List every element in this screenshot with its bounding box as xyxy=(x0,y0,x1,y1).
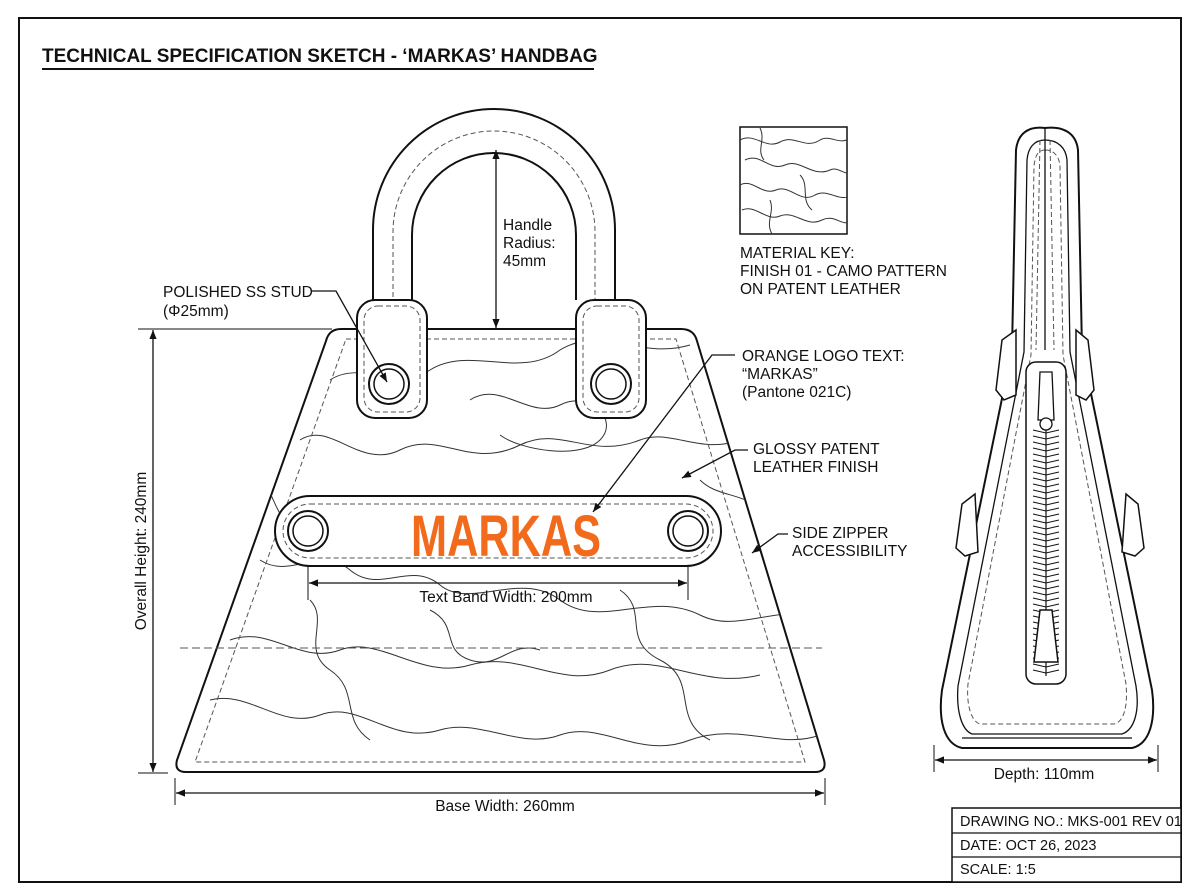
stud-icon xyxy=(368,363,410,405)
stud-icon xyxy=(667,510,709,552)
logo-leader xyxy=(592,354,735,513)
zipper-leader xyxy=(751,533,788,554)
material-key-label: MATERIAL KEY: FINISH 01 - CAMO PATTERN O… xyxy=(740,245,951,298)
side-tab-mid-right xyxy=(1121,492,1145,557)
stud-icon xyxy=(590,363,632,405)
title-block: DRAWING NO.: MKS-001 REV 01 DATE: OCT 26… xyxy=(951,807,1182,883)
handle-outer xyxy=(372,108,616,300)
zipper-callout-label: SIDE ZIPPER ACCESSIBILITY xyxy=(792,525,907,560)
callouts: POLISHED SS STUD (Φ25mm) MATERIAL KEY: F… xyxy=(163,126,951,560)
drawing-title: TECHNICAL SPECIFICATION SKETCH - ‘MARKAS… xyxy=(42,46,598,67)
finish-callout-label: GLOSSY PATENT LEATHER FINISH xyxy=(753,441,884,476)
logo-text-band xyxy=(274,495,722,567)
side-tab-mid-left xyxy=(955,492,979,557)
overall-height-label: Overall Height: 240mm xyxy=(133,472,150,631)
brand-logo-text: MARKAS xyxy=(411,504,601,569)
side-tab-top-right xyxy=(1075,328,1095,401)
finish-leader xyxy=(681,449,748,479)
front-view: MARKAS xyxy=(175,108,826,773)
stud-leader xyxy=(312,290,388,383)
text-band-width-label: Text Band Width: 200mm xyxy=(419,589,592,606)
stud-icon xyxy=(287,510,329,552)
side-view: Depth: 110mm xyxy=(933,126,1159,783)
zipper-pull-icon xyxy=(1033,371,1059,663)
stud-callout-label: POLISHED SS STUD (Φ25mm) xyxy=(163,284,317,320)
depth-label: Depth: 110mm xyxy=(994,766,1095,783)
drawing-date: DATE: OCT 26, 2023 xyxy=(960,838,1096,854)
dimensions-front: Handle Radius: 45mm Overall Height: 240m… xyxy=(133,150,826,815)
drawing-number: DRAWING NO.: MKS-001 REV 01 xyxy=(960,814,1182,830)
side-tab-top-left xyxy=(995,328,1017,401)
drawing-scale: SCALE: 1:5 xyxy=(960,862,1036,878)
handle-stitch xyxy=(392,130,596,305)
base-width-label: Base Width: 260mm xyxy=(435,798,575,815)
logo-callout-label: ORANGE LOGO TEXT: “MARKAS” (Pantone 021C… xyxy=(742,348,909,401)
sheet-border xyxy=(18,17,1182,883)
body-stitch xyxy=(194,338,806,763)
handle-radius-label: Handle Radius: 45mm xyxy=(503,217,560,270)
